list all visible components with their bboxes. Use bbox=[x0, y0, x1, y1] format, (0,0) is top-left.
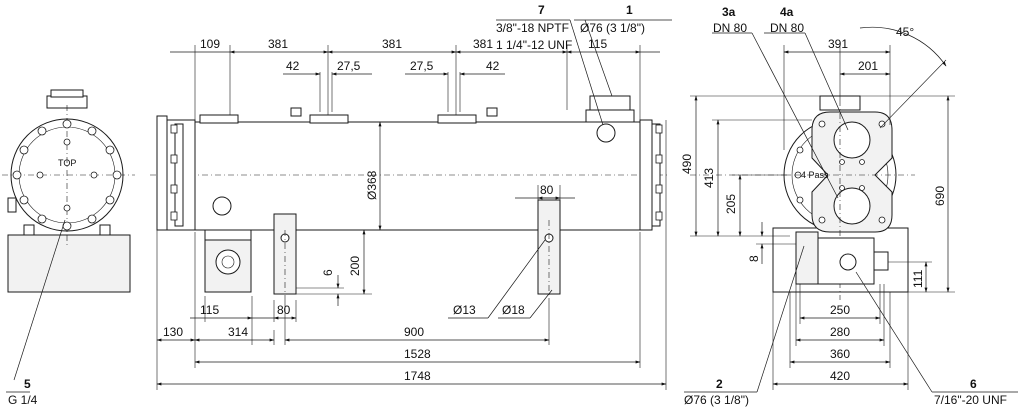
dim-490: 490 bbox=[680, 154, 694, 174]
dim-201: 201 bbox=[858, 59, 878, 73]
dim-130: 130 bbox=[163, 325, 183, 339]
dim-6: 6 bbox=[321, 269, 335, 276]
callout-7-text1: 3/8"-18 NPTF bbox=[496, 21, 569, 35]
dim-115-top: 115 bbox=[588, 37, 607, 51]
pass-cover-plate bbox=[811, 111, 893, 233]
dim-80a: 80 bbox=[540, 183, 554, 197]
callout-7-number: 7 bbox=[538, 3, 545, 17]
left-flange-bolts bbox=[12, 119, 122, 231]
callout-6-number: 6 bbox=[970, 377, 977, 391]
dim-413: 413 bbox=[702, 168, 716, 188]
dim-314: 314 bbox=[228, 325, 248, 339]
callout-2-number: 2 bbox=[716, 377, 723, 391]
dim-381a: 381 bbox=[268, 37, 288, 51]
dim-8: 8 bbox=[747, 255, 761, 262]
shell-body bbox=[194, 121, 641, 231]
dim-250: 250 bbox=[830, 303, 850, 317]
port-6 bbox=[873, 251, 889, 271]
dim-115: 115 bbox=[200, 303, 219, 317]
callout-1-text: Ø76 (3 1/8") bbox=[580, 21, 645, 35]
right-end-view: 4 Pass 3a DN 80 4a DN 80 391 201 45° 490 bbox=[680, 5, 1018, 407]
bottom-outlet-2 bbox=[795, 231, 819, 285]
port-7-plug bbox=[596, 123, 616, 143]
dim-381c: 381 bbox=[473, 37, 493, 51]
dim-280: 280 bbox=[830, 325, 850, 339]
dim-109: 109 bbox=[200, 37, 220, 51]
left-saddle-support bbox=[273, 213, 297, 295]
dim-200: 200 bbox=[348, 256, 362, 276]
left-end-flange bbox=[156, 115, 168, 231]
dim-690: 690 bbox=[933, 186, 947, 206]
callout-4a-number: 4a bbox=[780, 5, 794, 19]
callout-5-number: 5 bbox=[24, 377, 31, 391]
callout-2-text: Ø76 (3 1/8") bbox=[684, 393, 749, 407]
callout-3a-text: DN 80 bbox=[713, 21, 747, 35]
callout-3a-number: 3a bbox=[722, 5, 736, 19]
sight-glass bbox=[212, 196, 232, 216]
leader-5 bbox=[13, 219, 66, 381]
dim-42b: 42 bbox=[486, 59, 500, 73]
dim-391: 391 bbox=[828, 37, 848, 51]
dim-13: Ø13 bbox=[453, 303, 476, 317]
dim-360: 360 bbox=[830, 347, 850, 361]
callout-6-text: 7/16"-20 UNF bbox=[934, 393, 1007, 407]
side-view: 109 381 381 381 115 42 27,5 27,5 42 7 3/… bbox=[150, 3, 672, 390]
dim-42a: 42 bbox=[286, 59, 300, 73]
dim-1528: 1528 bbox=[404, 347, 431, 361]
dim-45: 45° bbox=[896, 25, 914, 39]
dim-27-5a: 27,5 bbox=[337, 59, 361, 73]
top-nozzle-pads bbox=[199, 107, 498, 124]
callout-1-number: 1 bbox=[626, 3, 633, 17]
left-end-view: TOP 5 G 1/4 bbox=[2, 89, 135, 407]
dim-80b: 80 bbox=[277, 303, 291, 317]
dim-205: 205 bbox=[724, 194, 738, 214]
top-label: TOP bbox=[58, 158, 76, 168]
dim-1748: 1748 bbox=[404, 369, 431, 383]
dim-368: Ø368 bbox=[365, 170, 379, 200]
callout-7-text2: 1 1/4"-12 UNF bbox=[496, 38, 572, 52]
dim-18: Ø18 bbox=[502, 303, 525, 317]
four-pass-label: 4 Pass bbox=[801, 170, 829, 180]
left-side-port bbox=[7, 197, 17, 213]
nozzle-4a bbox=[833, 121, 871, 159]
dim-27-5b: 27,5 bbox=[410, 59, 434, 73]
right-end-flange bbox=[639, 119, 653, 231]
dim-381b: 381 bbox=[382, 37, 402, 51]
dim-420: 420 bbox=[830, 369, 850, 383]
dim-111: 111 bbox=[911, 269, 925, 288]
callout-5-text: G 1/4 bbox=[8, 393, 38, 407]
dim-900: 900 bbox=[404, 325, 424, 339]
callout-4a-text: DN 80 bbox=[770, 21, 804, 35]
nozzle-3a bbox=[833, 187, 871, 225]
left-base-support bbox=[7, 234, 131, 293]
